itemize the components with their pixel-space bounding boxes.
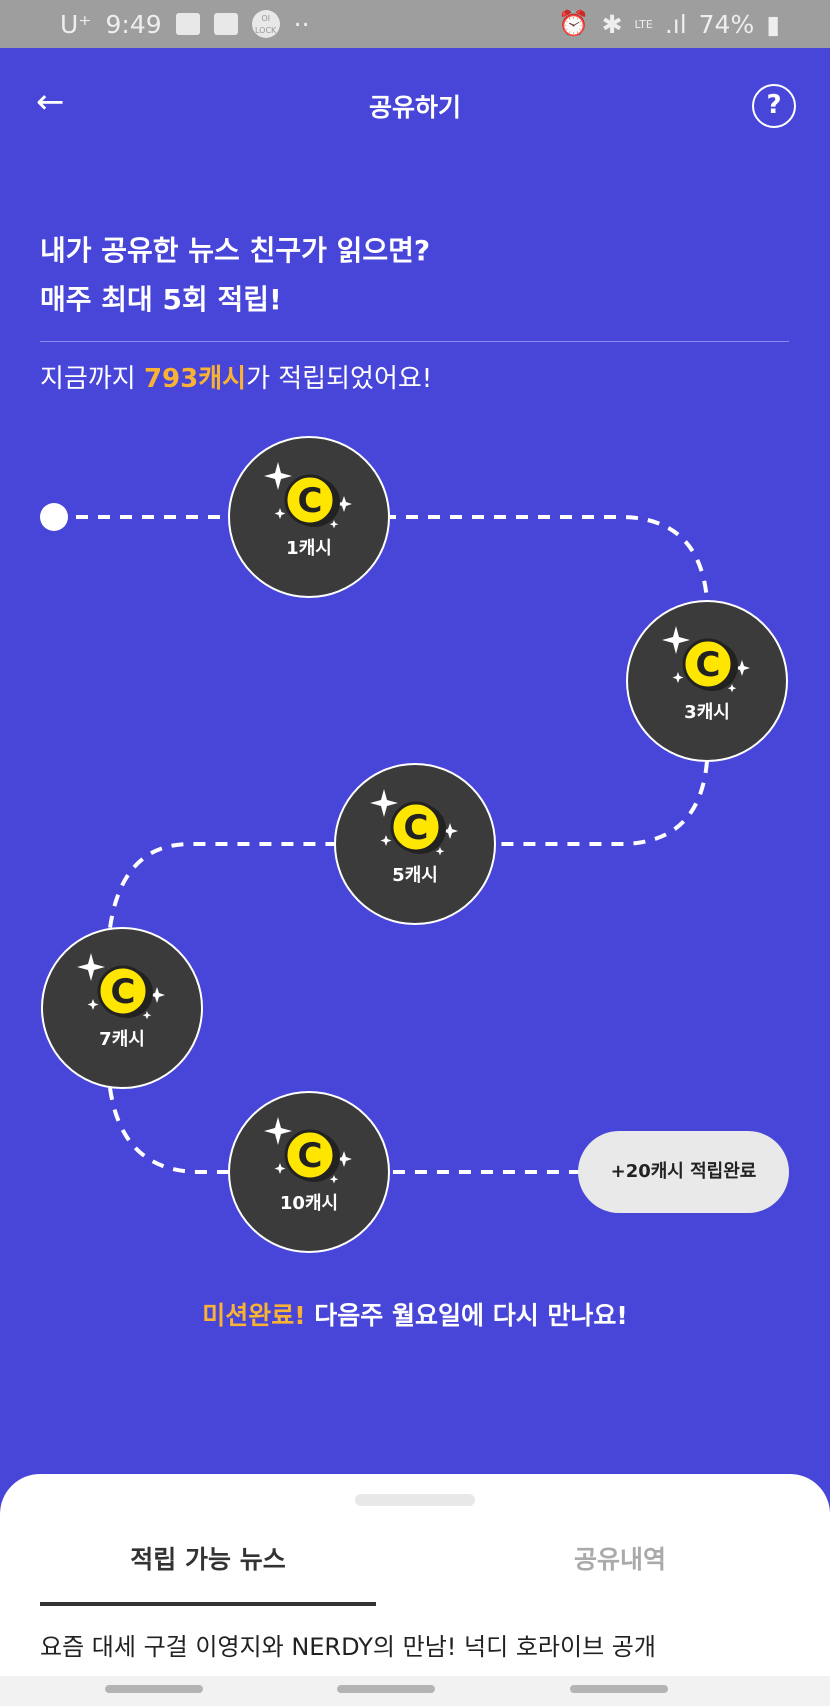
back-button[interactable]: ← (36, 82, 65, 122)
coin-icon: C (264, 462, 352, 529)
more-icon: ·· (293, 9, 310, 39)
bottom-sheet: 적립 가능 뉴스 공유내역 요즘 대세 구걸 이영지와 NERDY의 만남! 넉… (0, 1474, 830, 1706)
reward-step-label: 5캐시 (392, 865, 438, 886)
reward-step-label: 1캐시 (286, 538, 332, 559)
nav-bar (0, 1676, 830, 1706)
coin-icon: C (370, 789, 458, 856)
bonus-badge: +20캐시 적립완료 (578, 1131, 789, 1213)
summary: 지금까지 793캐시가 적립되었어요! (40, 358, 432, 395)
summary-prefix: 지금까지 (40, 364, 144, 394)
mission-message: 다음주 월요일에 다시 만나요! (305, 1301, 628, 1330)
help-button[interactable]: ? (752, 84, 796, 128)
reward-step-label: 10캐시 (279, 1193, 339, 1214)
nav-button-back[interactable] (570, 1685, 668, 1693)
svg-text:C: C (696, 645, 721, 685)
signal-icon: .ıl (664, 9, 687, 39)
image-icon (175, 13, 200, 35)
nav-button-recent[interactable] (105, 1685, 203, 1693)
mission-highlight: 미션완료! (202, 1301, 306, 1330)
reward-step: C 1캐시 (228, 436, 390, 598)
svg-text:C: C (298, 481, 323, 521)
alarm-icon: ⏰ (558, 9, 590, 38)
reward-step-label: 3캐시 (684, 702, 730, 723)
reward-step: C 5캐시 (334, 763, 496, 925)
time: 9:49 (105, 9, 162, 39)
svg-text:C: C (404, 808, 429, 848)
header: ← 공유하기 ? (0, 48, 830, 160)
active-tab-indicator (40, 1602, 376, 1606)
shoe-icon (213, 13, 238, 35)
tab-available-news[interactable]: 적립 가능 뉴스 (130, 1545, 286, 1574)
news-item[interactable]: 요즘 대세 구걸 이영지와 NERDY의 만남! 넉디 호라이브 공개 (40, 1633, 656, 1661)
bluetooth-icon: ✱ (601, 9, 623, 39)
status-bar: U⁺ 9:49 OI LOCK ·· ⏰ ✱ LTE .ıl 74% ▮ (0, 0, 830, 48)
start-dot (40, 503, 68, 531)
coin-icon: C (662, 626, 750, 693)
svg-text:C: C (111, 972, 136, 1012)
reward-step: C 10캐시 (228, 1091, 390, 1253)
coin-icon: C (77, 953, 165, 1020)
battery-icon: ▮ (766, 9, 780, 39)
tab-share-history[interactable]: 공유내역 (573, 1545, 666, 1574)
mission-text: 미션완료! 다음주 월요일에 다시 만나요! (0, 1296, 830, 1332)
network-label: LTE (634, 17, 653, 31)
headline-line2: 매주 최대 5회 적립! (40, 283, 282, 316)
summary-suffix: 가 적립되었어요! (246, 364, 433, 394)
drag-handle[interactable] (355, 1494, 475, 1506)
svg-text:C: C (298, 1136, 323, 1176)
page-title: 공유하기 (368, 93, 461, 122)
coin-icon: C (264, 1117, 352, 1184)
progress-path (40, 503, 709, 1174)
summary-amount: 793캐시 (143, 364, 247, 394)
lock-app-icon: OI LOCK (251, 10, 280, 38)
nav-button-home[interactable] (337, 1685, 435, 1693)
headline: 내가 공유한 뉴스 친구가 읽으면? 매주 최대 5회 적립! (40, 226, 430, 324)
battery-text: 74% (698, 9, 755, 39)
reward-step: C 3캐시 (626, 600, 788, 762)
headline-line1: 내가 공유한 뉴스 친구가 읽으면? (40, 234, 431, 267)
divider (40, 341, 789, 342)
carrier: U⁺ (60, 9, 92, 39)
reward-step: C 7캐시 (41, 927, 203, 1089)
reward-step-label: 7캐시 (99, 1029, 145, 1050)
